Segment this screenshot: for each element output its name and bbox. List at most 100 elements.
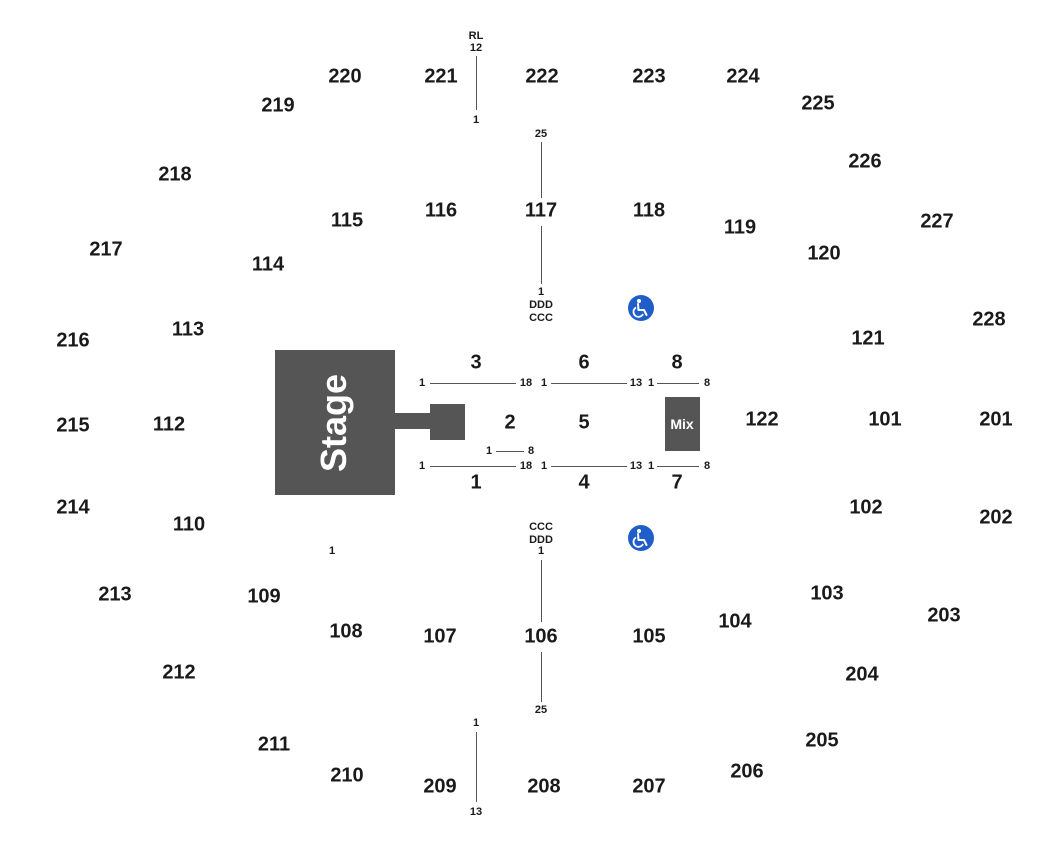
section-floor-6[interactable]: 6 [578, 351, 590, 374]
section-221[interactable]: 221 [424, 65, 458, 88]
row-label: 1 [647, 460, 655, 472]
row-label: 13 [629, 460, 643, 472]
section-214[interactable]: 214 [56, 496, 90, 519]
section-206[interactable]: 206 [730, 760, 764, 783]
section-205[interactable]: 205 [805, 729, 839, 752]
section-floor-1[interactable]: 1 [470, 471, 482, 494]
row-label: DDD [529, 534, 553, 546]
section-110[interactable]: 110 [172, 513, 206, 536]
section-101[interactable]: 101 [868, 408, 902, 431]
section-104[interactable]: 104 [718, 610, 752, 633]
row-line [476, 732, 477, 802]
row-label: 1 [472, 114, 480, 126]
section-floor-8[interactable]: 8 [671, 351, 683, 374]
section-220[interactable]: 220 [328, 65, 362, 88]
section-102[interactable]: 102 [849, 496, 883, 519]
section-119[interactable]: 119 [723, 216, 757, 239]
section-103[interactable]: 103 [810, 582, 844, 605]
row-line [551, 466, 627, 467]
row-label: 8 [527, 445, 535, 457]
row-label: 1 [537, 286, 545, 298]
section-228[interactable]: 228 [972, 308, 1006, 331]
section-121[interactable]: 121 [851, 327, 885, 350]
row-label: 1 [647, 377, 655, 389]
row-label: CCC [529, 312, 553, 324]
row-label: 18 [519, 377, 533, 389]
section-105[interactable]: 105 [632, 625, 666, 648]
section-floor-3[interactable]: 3 [470, 351, 482, 374]
section-217[interactable]: 217 [89, 238, 123, 261]
row-label: 8 [703, 377, 711, 389]
section-floor-7[interactable]: 7 [671, 471, 683, 494]
section-224[interactable]: 224 [726, 65, 760, 88]
row-line [496, 451, 524, 452]
row-label: 1 [485, 445, 493, 457]
row-label: 1 [540, 377, 548, 389]
row-label: 25 [534, 704, 548, 716]
row-line [657, 466, 699, 467]
stage[interactable] [275, 350, 395, 495]
section-112[interactable]: 112 [152, 413, 186, 436]
section-107[interactable]: 107 [423, 625, 457, 648]
section-109[interactable]: 109 [247, 585, 281, 608]
wheelchair-icon [628, 525, 654, 551]
section-118[interactable]: 118 [632, 199, 666, 222]
section-225[interactable]: 225 [801, 92, 835, 115]
stage-thrust [430, 404, 465, 440]
section-218[interactable]: 218 [158, 163, 192, 186]
mix-position [665, 397, 700, 451]
row-label: 12 [469, 42, 483, 54]
section-227[interactable]: 227 [920, 210, 954, 233]
section-211[interactable]: 211 [257, 733, 291, 756]
stage-label: Stage [313, 373, 354, 473]
section-210[interactable]: 210 [330, 764, 364, 787]
row-label: RL [468, 30, 484, 42]
section-115[interactable]: 115 [330, 209, 364, 232]
section-204[interactable]: 204 [845, 663, 879, 686]
row-line [430, 383, 516, 384]
section-floor-4[interactable]: 4 [578, 471, 590, 494]
section-213[interactable]: 213 [98, 583, 132, 606]
row-line [541, 652, 542, 702]
row-label: CCC [529, 521, 553, 533]
section-208[interactable]: 208 [527, 775, 561, 798]
section-116[interactable]: 116 [424, 199, 458, 222]
section-202[interactable]: 202 [979, 506, 1013, 529]
row-label: 18 [519, 460, 533, 472]
section-207[interactable]: 207 [632, 775, 666, 798]
section-floor-5[interactable]: 5 [578, 411, 590, 434]
row-label: 25 [534, 128, 548, 140]
section-floor-2[interactable]: 2 [504, 411, 516, 434]
stage-runway [395, 413, 431, 429]
section-209[interactable]: 209 [423, 775, 457, 798]
section-114[interactable]: 114 [251, 253, 285, 276]
row-label: 1 [418, 377, 426, 389]
section-212[interactable]: 212 [162, 661, 196, 684]
section-226[interactable]: 226 [848, 150, 882, 173]
section-201[interactable]: 201 [979, 408, 1013, 431]
section-219[interactable]: 219 [261, 94, 295, 117]
section-216[interactable]: 216 [56, 329, 90, 352]
section-106[interactable]: 106 [524, 625, 558, 648]
row-label: 8 [703, 460, 711, 472]
section-120[interactable]: 120 [807, 242, 841, 265]
row-label: 1 [472, 717, 480, 729]
section-117[interactable]: 117 [524, 199, 558, 222]
row-line [541, 142, 542, 198]
row-line [541, 560, 542, 622]
section-122[interactable]: 122 [745, 408, 779, 431]
mix-label: Mix [670, 416, 694, 432]
section-203[interactable]: 203 [927, 604, 961, 627]
row-line [657, 383, 699, 384]
section-113[interactable]: 113 [171, 318, 205, 341]
section-223[interactable]: 223 [632, 65, 666, 88]
row-label: 13 [469, 806, 483, 818]
row-label: 1 [537, 545, 545, 557]
section-215[interactable]: 215 [56, 414, 90, 437]
section-222[interactable]: 222 [525, 65, 559, 88]
row-line [551, 383, 627, 384]
section-108[interactable]: 108 [329, 620, 363, 643]
row-line [430, 466, 516, 467]
wheelchair-icon [628, 295, 654, 321]
